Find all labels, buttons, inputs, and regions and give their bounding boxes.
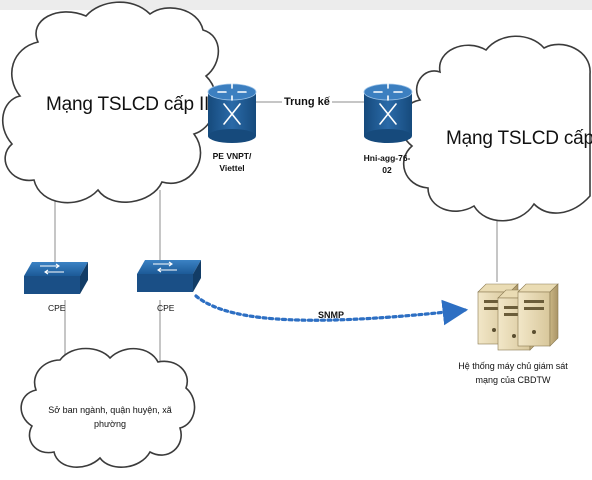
cloud-local-label: Sở ban ngành, quận huyện, xã phường bbox=[48, 405, 172, 429]
cloud-cap2-shape bbox=[2, 1, 220, 204]
router-hni-label-line1: Hni-agg-76- bbox=[363, 153, 411, 163]
trunk-link-label: Trung kế bbox=[282, 96, 332, 108]
router-hni-icon bbox=[363, 83, 413, 143]
router-pe-icon bbox=[207, 83, 257, 143]
cloud-cap1-label: Mạng TSLCD cấp I bbox=[446, 128, 592, 149]
cloud-local-shape bbox=[20, 347, 196, 468]
snmp-label: SNMP bbox=[318, 310, 345, 320]
server-cluster-icon bbox=[477, 283, 559, 351]
cpe-right-label: CPE bbox=[157, 303, 175, 313]
switch-cpe-right-icon bbox=[137, 260, 201, 292]
switch-cpe-left-icon bbox=[24, 262, 88, 294]
server-label: Hệ thống máy chủ giám sát mạng của CBDTW bbox=[454, 360, 572, 388]
cloud-cap2-label: Mạng TSLCD cấp II bbox=[46, 94, 210, 115]
router-pe-label: PE VNPT/ Viettel bbox=[204, 150, 260, 175]
router-pe-label-line1: PE VNPT/ bbox=[212, 151, 252, 161]
router-hni-label-line2: 02 bbox=[382, 165, 392, 176]
top-strip bbox=[0, 0, 592, 10]
router-hni-label: Hni-agg-76- 02 bbox=[356, 152, 418, 177]
cpe-left-label: CPE bbox=[48, 303, 66, 313]
router-pe-label-line2: Viettel bbox=[219, 163, 245, 174]
snmp-arrow bbox=[194, 294, 469, 326]
server-label-line2: mạng của CBDTW bbox=[475, 374, 551, 385]
server-label-line1: Hệ thống máy chủ giám sát bbox=[458, 361, 568, 371]
